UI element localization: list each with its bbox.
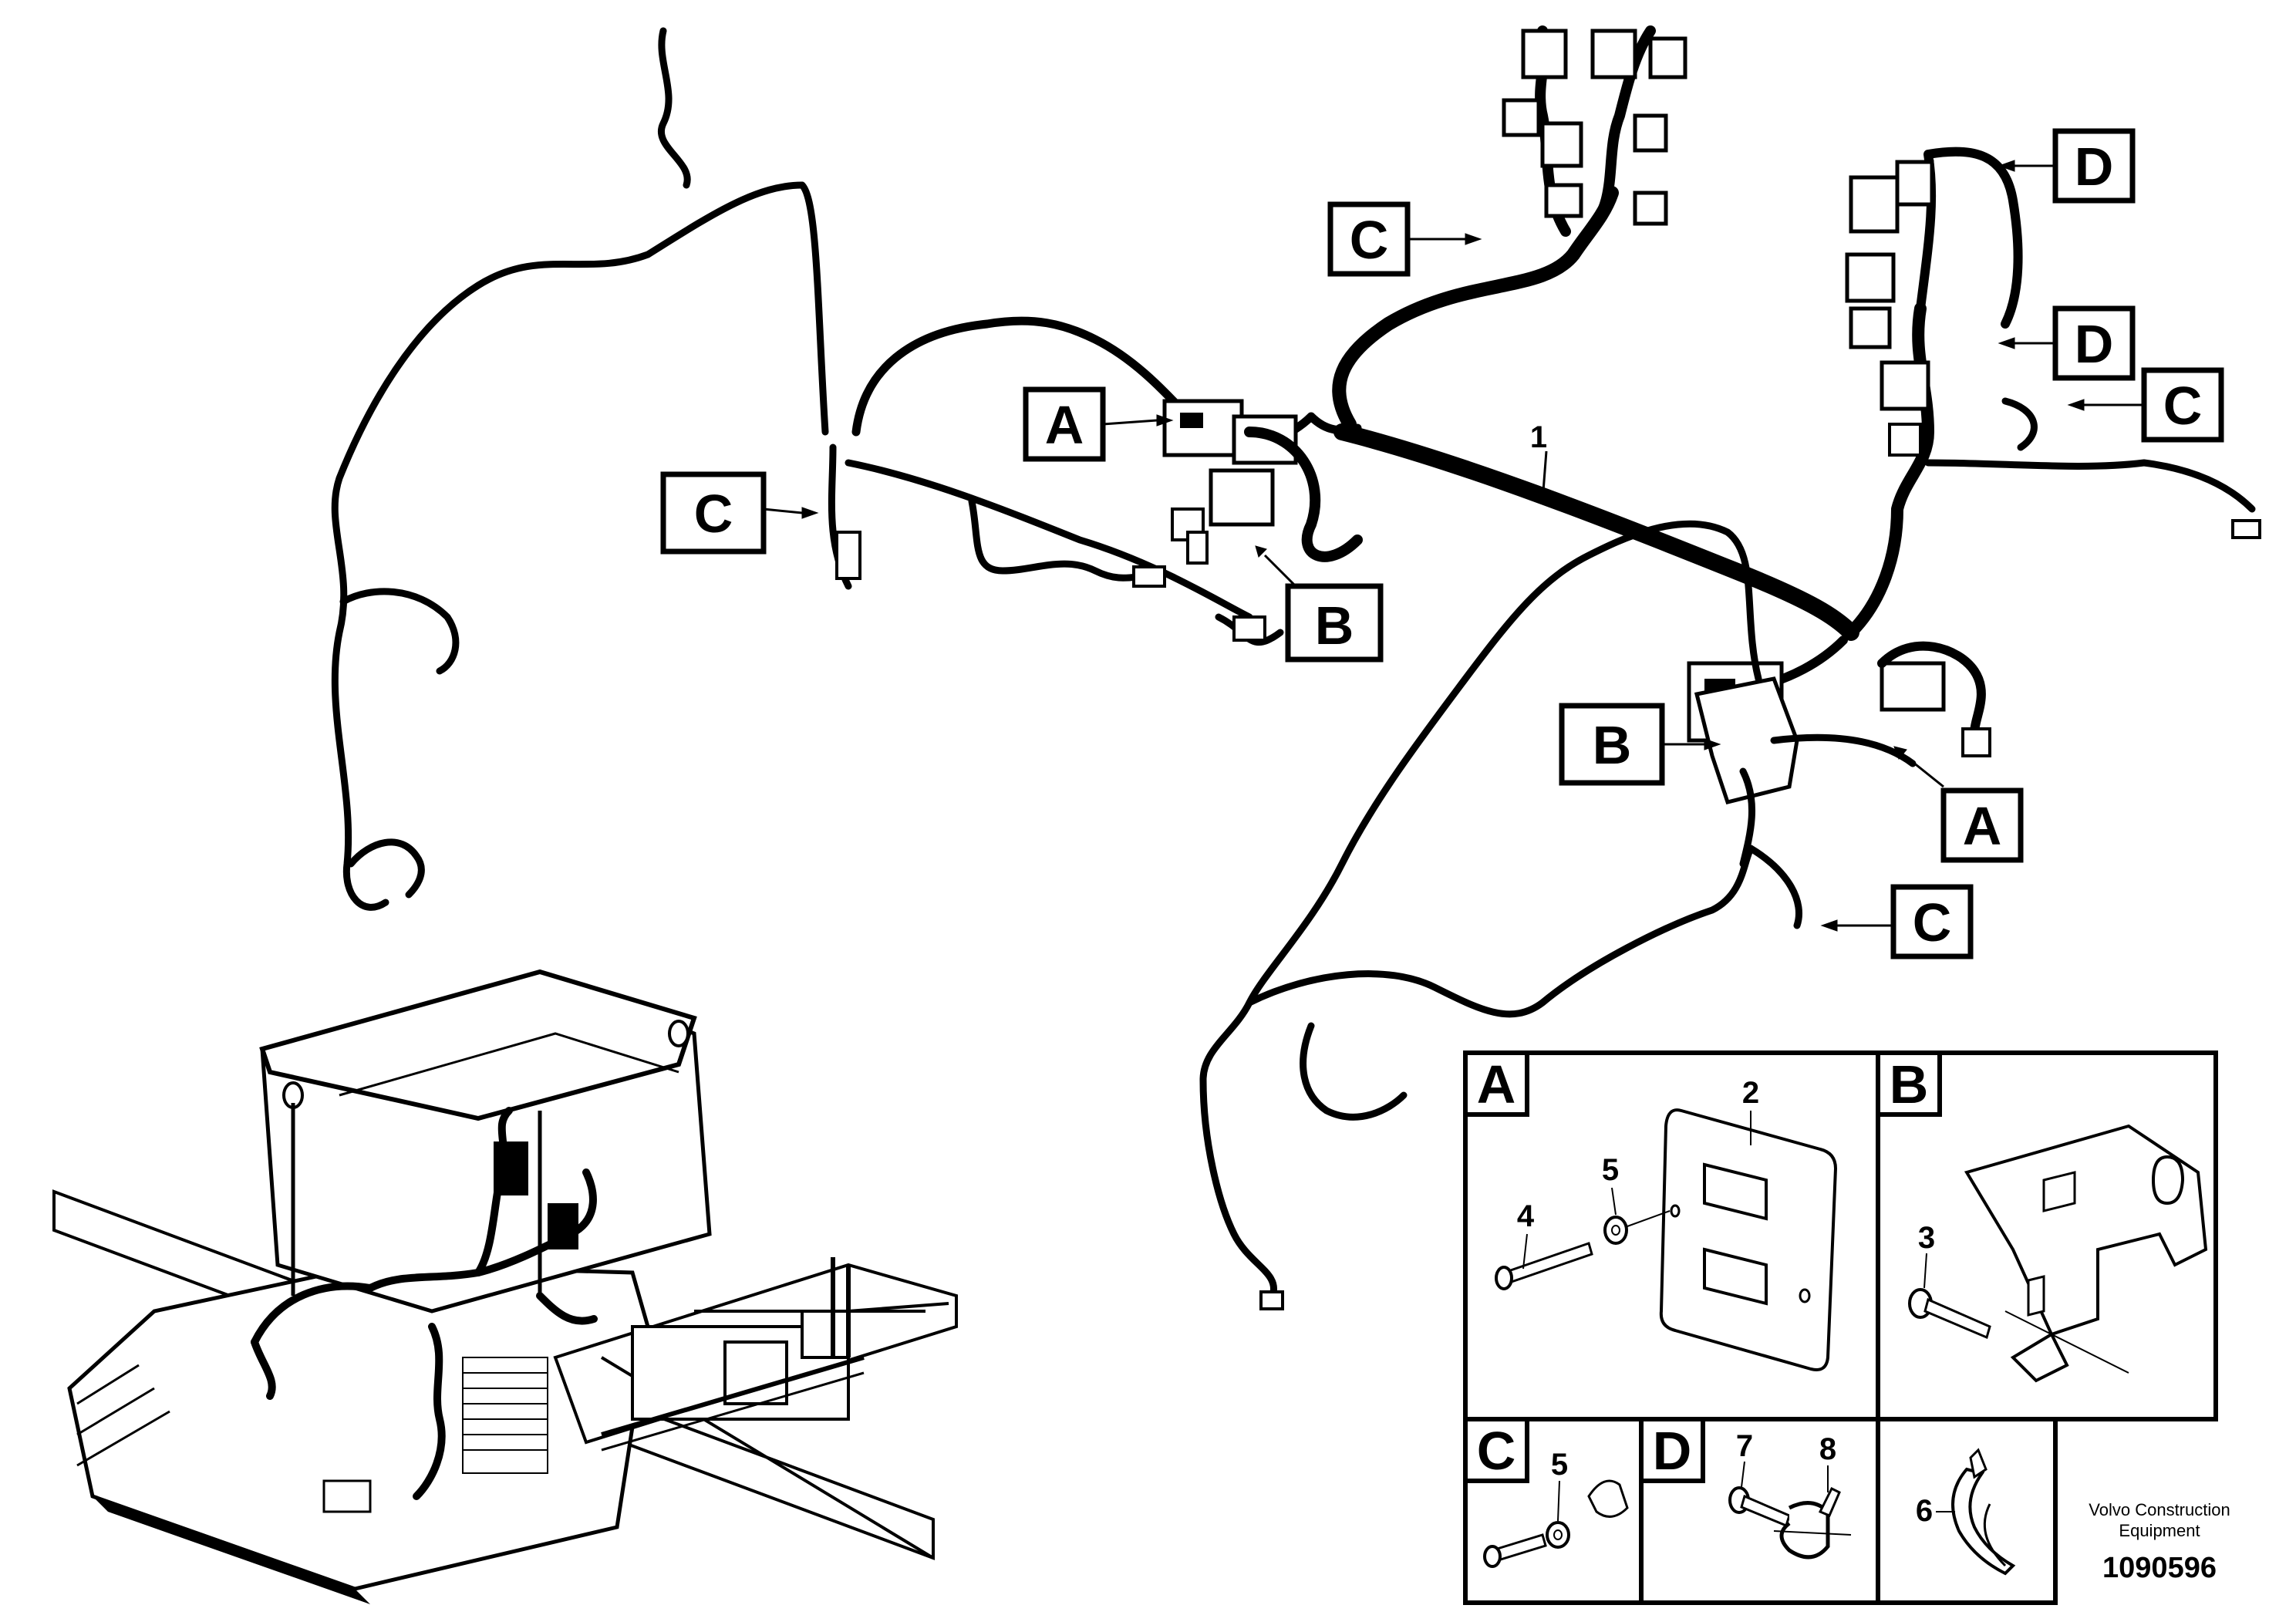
part-number-8: 8 [1819, 1432, 1836, 1466]
svg-text:A: A [1045, 395, 1084, 455]
svg-text:B: B [1890, 1054, 1929, 1114]
part-number-5-a: 5 [1602, 1153, 1619, 1187]
svg-text:D: D [2075, 137, 2114, 197]
callout-d-lower: D [2052, 305, 2136, 381]
drawing-number: 1090596 [2102, 1552, 2217, 1584]
svg-text:C: C [1477, 1421, 1516, 1481]
svg-text:B: B [1315, 595, 1354, 656]
harness-left-branch [331, 27, 1363, 911]
part-number-6: 6 [1916, 1494, 1933, 1528]
detail-panel-c: C 5 [1463, 1417, 1629, 1568]
top-connector-cluster [1502, 25, 1687, 237]
callout-c-right: C [2141, 367, 2224, 443]
callout-b-left: B [1285, 583, 1384, 663]
callout-d-upper: D [2052, 128, 2136, 204]
harness-main-trunk [1332, 186, 1859, 641]
part-number-1: 1 [1530, 420, 1547, 454]
detail-panel-d: D 7 8 [1639, 1417, 1852, 1560]
svg-text:A: A [1963, 796, 2002, 856]
callout-c-top: C [1327, 201, 1411, 277]
svg-text:B: B [1593, 715, 1632, 775]
part-number-4: 4 [1517, 1199, 1535, 1233]
callout-b-right: B [1559, 703, 1665, 786]
part-number-5-c: 5 [1551, 1448, 1568, 1482]
part-number-2: 2 [1742, 1076, 1759, 1110]
callout-c-bottom: C [1890, 884, 1974, 959]
svg-text:C: C [1913, 892, 1952, 953]
part-number-3: 3 [1918, 1221, 1935, 1255]
callout-a-right: A [1940, 787, 2024, 863]
right-connector-cluster [1845, 147, 2261, 639]
footer-line1: Volvo Construction [2089, 1500, 2230, 1519]
callout-leaders [763, 160, 2144, 932]
svg-text:C: C [1350, 210, 1389, 270]
svg-text:D: D [2075, 314, 2114, 374]
callout-a-left: A [1023, 386, 1106, 462]
left-connector-cluster [1162, 399, 1363, 565]
svg-text:D: D [1653, 1421, 1692, 1481]
detail-panel-b: B 3 [1876, 1050, 2208, 1383]
footer-line2: Equipment [2119, 1521, 2200, 1540]
part-number-7: 7 [1736, 1429, 1753, 1463]
harness-right-lower-branch [1687, 636, 1991, 868]
detail-panel-cable-tie: 6 [1916, 1448, 2016, 1576]
svg-text:C: C [694, 484, 733, 544]
paver-machine-illustration [52, 969, 958, 1604]
callout-c-left: C [660, 471, 767, 555]
detail-panel-a: A 2 5 4 [1463, 1050, 1838, 1371]
footer: Volvo Construction Equipment 1090596 [2089, 1500, 2230, 1584]
svg-text:A: A [1477, 1054, 1516, 1114]
svg-text:C: C [2163, 376, 2203, 436]
